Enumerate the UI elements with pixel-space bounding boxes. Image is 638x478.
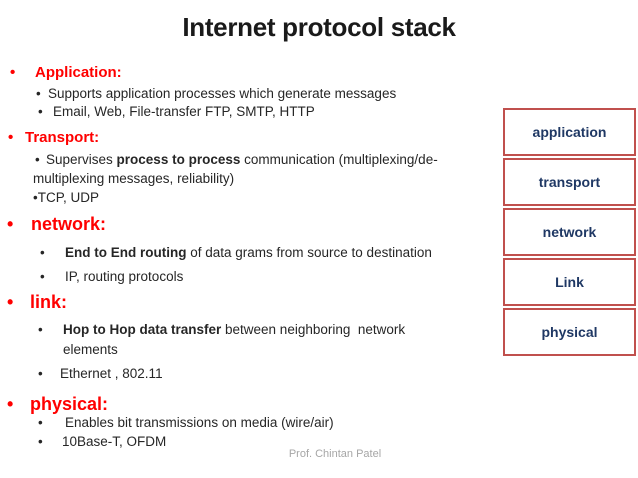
item-text: Ethernet , 802.11: [60, 366, 163, 381]
heading-network-label: network:: [31, 214, 107, 234]
bullet-icon: [35, 152, 46, 169]
item-text-bold: process to process: [116, 152, 241, 167]
slide-title: Internet protocol stack: [182, 12, 456, 42]
item-application-2: Email, Web, File-transfer FTP, SMTP, HTT…: [38, 104, 315, 121]
item-text: between neighboring network: [221, 322, 406, 337]
bullet-icon: [7, 291, 30, 314]
item-text: •TCP, UDP: [33, 190, 99, 205]
item-text: communication (multiplexing/de-: [240, 152, 438, 167]
footer-author: Prof. Chintan Patel: [288, 448, 382, 460]
heading-link: link:: [7, 291, 67, 314]
bullet-icon: [38, 104, 53, 121]
item-network-1: End to End routing of data grams from so…: [40, 245, 432, 262]
bullet-icon: [7, 213, 31, 236]
item-transport-1-wrap: multiplexing messages, reliability): [33, 171, 234, 188]
stack-layer-label: network: [542, 224, 597, 240]
bullet-icon: [40, 245, 65, 262]
stack-layer-transport: transport: [503, 158, 636, 206]
item-text: 10Base-T, OFDM: [62, 434, 167, 449]
item-text: multiplexing messages, reliability): [33, 171, 235, 186]
stack-layer-label: application: [532, 124, 607, 140]
heading-application-label: Application:: [35, 64, 122, 81]
item-physical-1: Enables bit transmissions on media (wire…: [38, 415, 334, 432]
heading-physical: physical:: [7, 393, 108, 416]
bullet-icon: [38, 366, 60, 383]
item-text-bold: Hop to Hop data transfer: [63, 322, 222, 337]
heading-transport: Transport:: [8, 129, 99, 148]
item-application-1: Supports application processes which gen…: [36, 86, 396, 103]
item-transport-1: Supervises process to process communicat…: [35, 152, 438, 169]
item-link-1-wrap: elements: [63, 342, 118, 359]
bullet-icon: [7, 393, 30, 416]
bullet-icon: [40, 269, 65, 286]
item-text: Supervises: [46, 152, 117, 167]
bullet-icon: [8, 129, 25, 148]
stack-layer-label: transport: [538, 174, 601, 190]
item-text: Enables bit transmissions on media (wire…: [65, 415, 334, 430]
stack-layer-network: network: [503, 208, 636, 256]
stack-layer-label: Link: [555, 274, 584, 290]
protocol-stack-diagram: application transport network Link physi…: [503, 108, 636, 358]
item-physical-2: 10Base-T, OFDM: [38, 434, 166, 451]
stack-layer-physical: physical: [503, 308, 636, 356]
stack-layer-link: Link: [503, 258, 636, 306]
bullet-icon: [38, 434, 62, 451]
item-text: Supports application processes which gen…: [48, 86, 397, 101]
item-network-2: IP, routing protocols: [40, 269, 183, 286]
heading-transport-label: Transport:: [25, 129, 100, 146]
item-text: of data grams from source to destination: [186, 245, 432, 260]
item-link-2: Ethernet , 802.11: [38, 366, 163, 383]
bullet-icon: [38, 322, 63, 339]
item-text-bold: End to End routing: [65, 245, 187, 260]
heading-physical-label: physical:: [30, 394, 109, 414]
bullet-icon: [36, 86, 48, 103]
heading-network: network:: [7, 213, 106, 236]
heading-application: Application:: [10, 64, 122, 83]
item-text: elements: [63, 342, 118, 357]
item-transport-2: •TCP, UDP: [33, 190, 99, 207]
heading-link-label: link:: [30, 292, 68, 312]
item-text: Email, Web, File-transfer FTP, SMTP, HTT…: [53, 104, 315, 119]
item-text: IP, routing protocols: [65, 269, 184, 284]
item-link-1: Hop to Hop data transfer between neighbo…: [38, 322, 405, 339]
bullet-icon: [10, 64, 35, 83]
bullet-icon: [38, 415, 65, 432]
stack-layer-application: application: [503, 108, 636, 156]
stack-layer-label: physical: [541, 324, 598, 340]
